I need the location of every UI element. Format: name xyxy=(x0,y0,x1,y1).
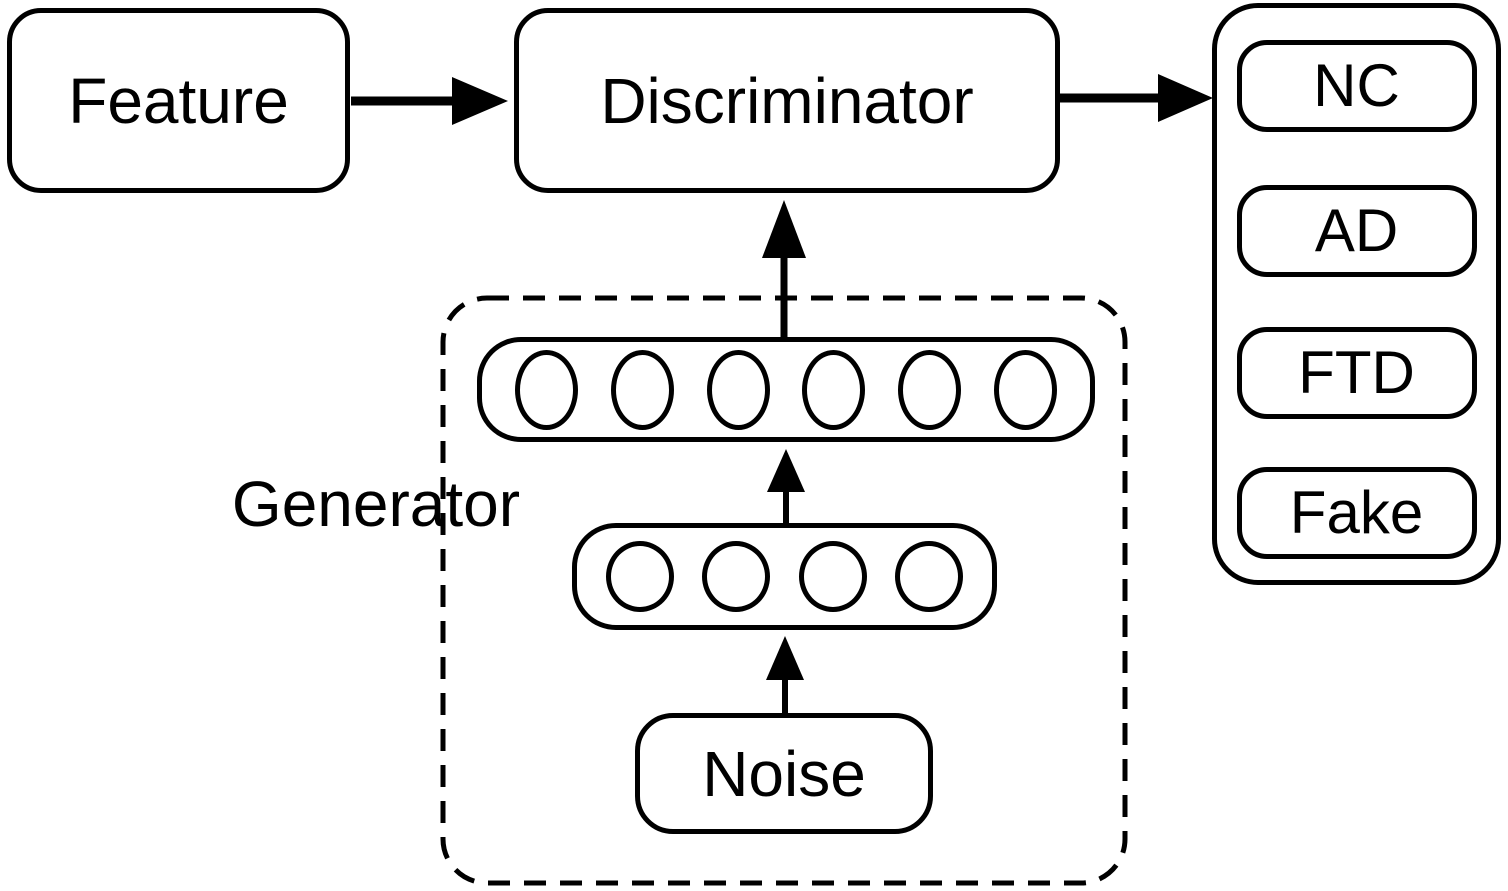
neuron-circle xyxy=(798,541,867,612)
noise-to-input-arrow xyxy=(766,636,804,715)
neuron-circle xyxy=(994,349,1058,430)
discriminator-label: Discriminator xyxy=(600,64,974,137)
output-label-nc: NC xyxy=(1313,52,1400,119)
output-label-ftd: FTD xyxy=(1298,339,1415,406)
feature-to-discriminator-arrow xyxy=(351,77,508,125)
neuron-circle xyxy=(605,541,674,612)
output-box-fake: Fake xyxy=(1236,467,1477,559)
noise-label: Noise xyxy=(702,737,866,810)
neuron-circle xyxy=(802,349,866,430)
feature-box: Feature xyxy=(7,8,350,193)
feature-label: Feature xyxy=(68,64,289,137)
neuron-circle xyxy=(514,349,578,430)
neuron-circle xyxy=(702,541,771,612)
output-box-ftd: FTD xyxy=(1236,327,1477,419)
neuron-circle xyxy=(895,541,964,612)
output-box-ad: AD xyxy=(1236,185,1477,277)
neuron-circle xyxy=(706,349,770,430)
noise-box: Noise xyxy=(635,713,933,834)
neuron-circle xyxy=(898,349,962,430)
output-label-fake: Fake xyxy=(1289,479,1424,546)
generator-input-layer xyxy=(572,523,997,630)
output-box-nc: NC xyxy=(1236,40,1477,132)
generator-label: Generator xyxy=(231,468,521,540)
discriminator-box: Discriminator xyxy=(514,8,1060,193)
neuron-circle xyxy=(610,349,674,430)
generator-to-discriminator-arrow xyxy=(762,200,806,340)
input-to-hidden-arrow xyxy=(767,449,805,525)
discriminator-to-outputs-arrow xyxy=(1059,74,1213,122)
output-panel: NC AD FTD Fake xyxy=(1212,3,1501,585)
generator-hidden-layer xyxy=(477,337,1095,442)
output-label-ad: AD xyxy=(1314,197,1399,264)
